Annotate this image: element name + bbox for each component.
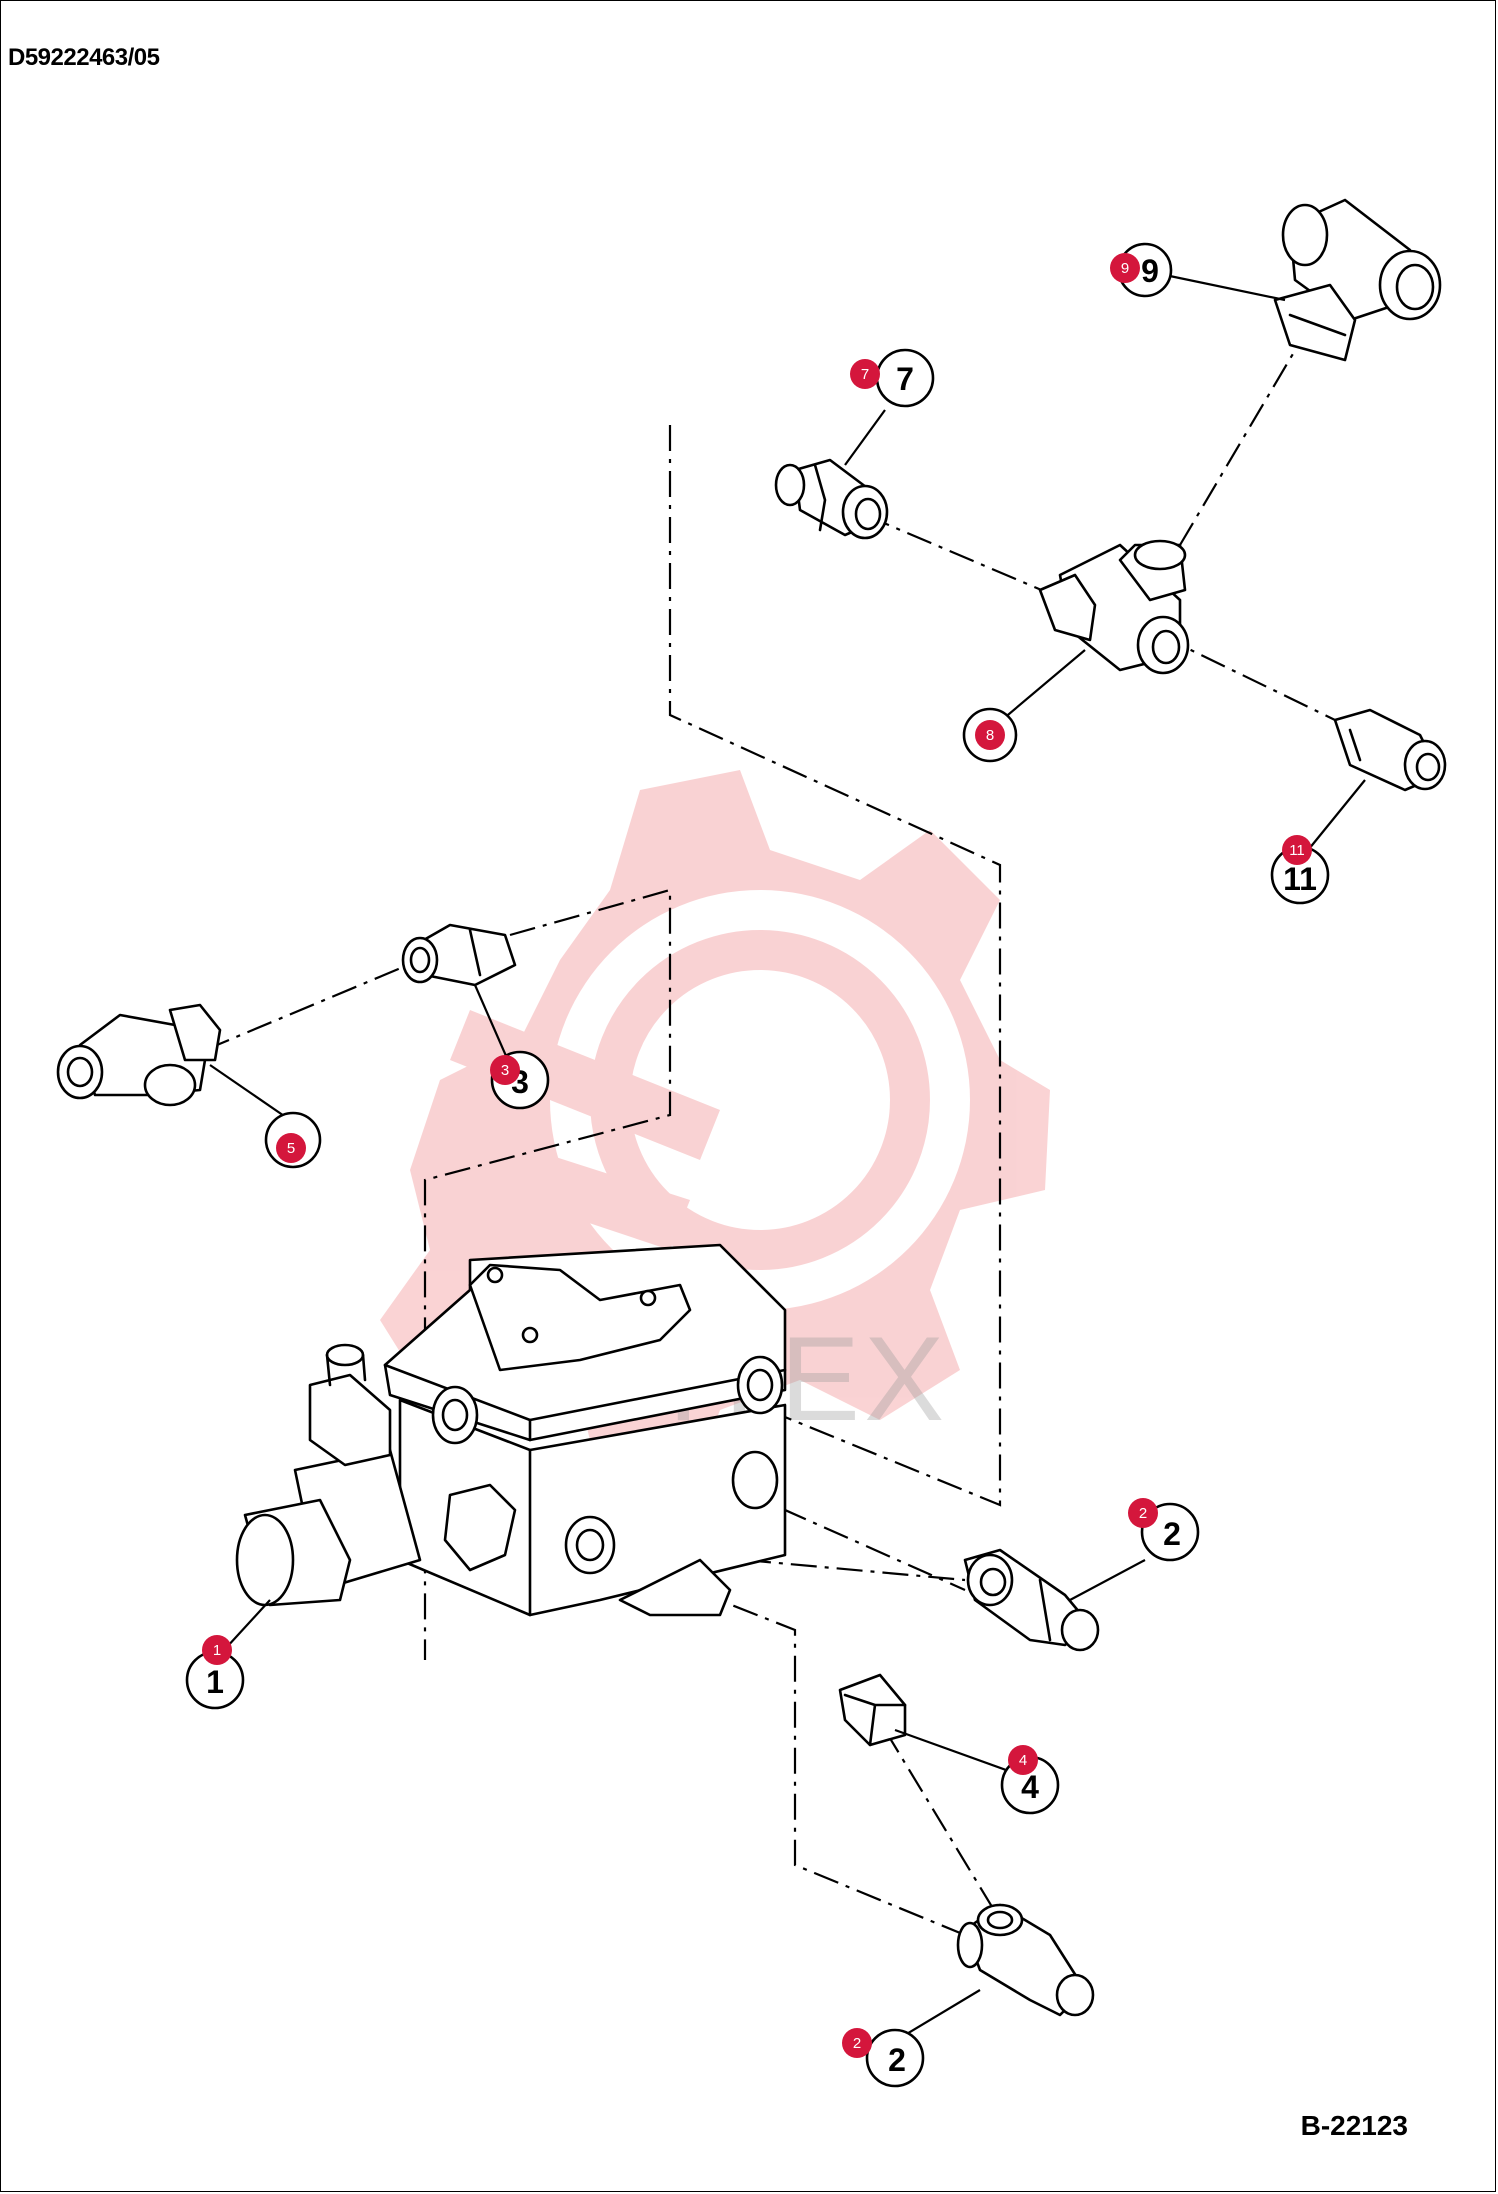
callout-7: 7 7 (850, 348, 935, 408)
svg-text:11: 11 (1289, 842, 1305, 859)
part-5-elbow-fitting (56, 1003, 222, 1107)
callout-2-lower: 2 2 (842, 2028, 925, 2088)
part-2-swivel-fitting-upper (963, 1548, 1100, 1652)
callout-11: 11 11 (1270, 835, 1330, 905)
callout-9: 9 9 (1110, 242, 1173, 298)
svg-text:1: 1 (213, 1642, 221, 1659)
svg-text:9: 9 (1141, 253, 1159, 289)
svg-text:2: 2 (1139, 1505, 1147, 1522)
part-9-elbow-fitting (1273, 198, 1442, 362)
part-3-nipple (401, 923, 517, 987)
svg-text:7: 7 (861, 366, 869, 383)
svg-text:4: 4 (1021, 1769, 1039, 1805)
part-11-hex-adapter (1333, 708, 1447, 792)
document-code: D59222463/05 (8, 44, 160, 71)
part-7-adapter (774, 458, 889, 540)
callout-2-upper: 2 2 (1128, 1498, 1200, 1562)
svg-text:8: 8 (986, 727, 994, 744)
callout-4: 4 4 (1000, 1745, 1060, 1815)
svg-text:7: 7 (896, 361, 914, 397)
svg-text:2: 2 (1163, 1516, 1181, 1552)
svg-text:2: 2 (853, 2035, 861, 2052)
part-2-swivel-fitting-lower (956, 1903, 1095, 2017)
svg-text:1: 1 (206, 1664, 224, 1700)
svg-text:5: 5 (287, 1140, 295, 1157)
part-4-cap (838, 1673, 907, 1747)
callout-8: 8 (962, 707, 1018, 763)
svg-text:3: 3 (501, 1062, 509, 1079)
callout-5: 5 (264, 1111, 322, 1169)
part-8-tee-fitting (1038, 539, 1190, 675)
svg-text:4: 4 (1019, 1752, 1027, 1769)
callout-3: 3 3 (490, 1050, 550, 1110)
svg-text:11: 11 (1283, 861, 1317, 897)
part-1-valve-body (235, 1243, 787, 1617)
svg-text:9: 9 (1121, 260, 1129, 277)
callout-1: 1 1 (185, 1635, 245, 1710)
svg-text:2: 2 (888, 2042, 906, 2078)
watermark-logo (380, 770, 1050, 1490)
figure-code: B-22123 (1300, 2110, 1408, 2141)
